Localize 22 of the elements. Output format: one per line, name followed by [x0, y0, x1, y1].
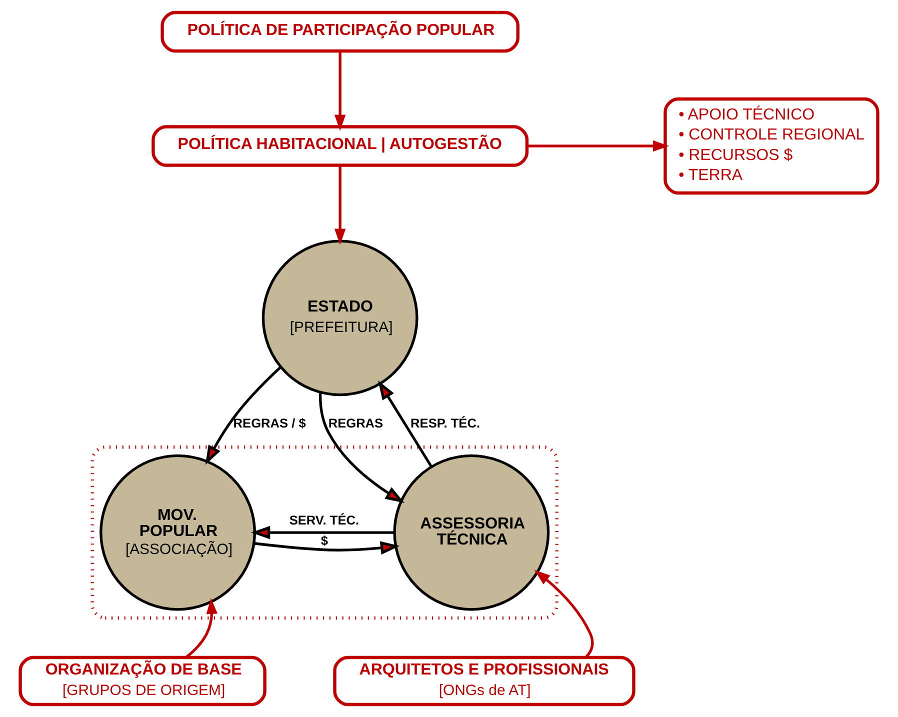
node-box: POLÍTICA DE PARTICIPAÇÃO POPULAR	[160, 10, 520, 53]
node-box: • APOIO TÉCNICO • CONTROLE REGIONAL • RECURSOS $ • TERRA	[664, 97, 880, 195]
edge-label: $	[320, 532, 328, 548]
arrow	[534, 570, 594, 658]
arrow	[378, 380, 432, 468]
arrow	[250, 526, 394, 540]
arrow	[205, 366, 282, 465]
node-box: ARQUITETOS E PROFISSIONAIS [ONGs de AT]	[333, 656, 636, 706]
node-box: POLÍTICA HABITACIONAL | AUTOGESTÃO	[152, 125, 529, 167]
arrow	[334, 51, 346, 131]
arrow	[254, 541, 400, 555]
node-circle: MOV. POPULAR [ASSOCIAÇÃO]	[100, 454, 256, 611]
edge-label: RESP. TÉC.	[410, 415, 480, 430]
node-circle: ESTADO [PREFEITURA]	[262, 240, 418, 396]
edge-label: REGRAS / $	[233, 415, 306, 430]
arrow	[527, 140, 670, 152]
node-box: ORGANIZAÇÃO DE BASE [GRUPOS DE ORIGEM]	[18, 656, 266, 706]
arrow	[185, 598, 218, 658]
edge-label: SERV. TÉC.	[289, 512, 360, 528]
arrow	[334, 165, 346, 245]
edge-label: REGRAS	[328, 415, 384, 430]
arrow	[318, 392, 405, 503]
